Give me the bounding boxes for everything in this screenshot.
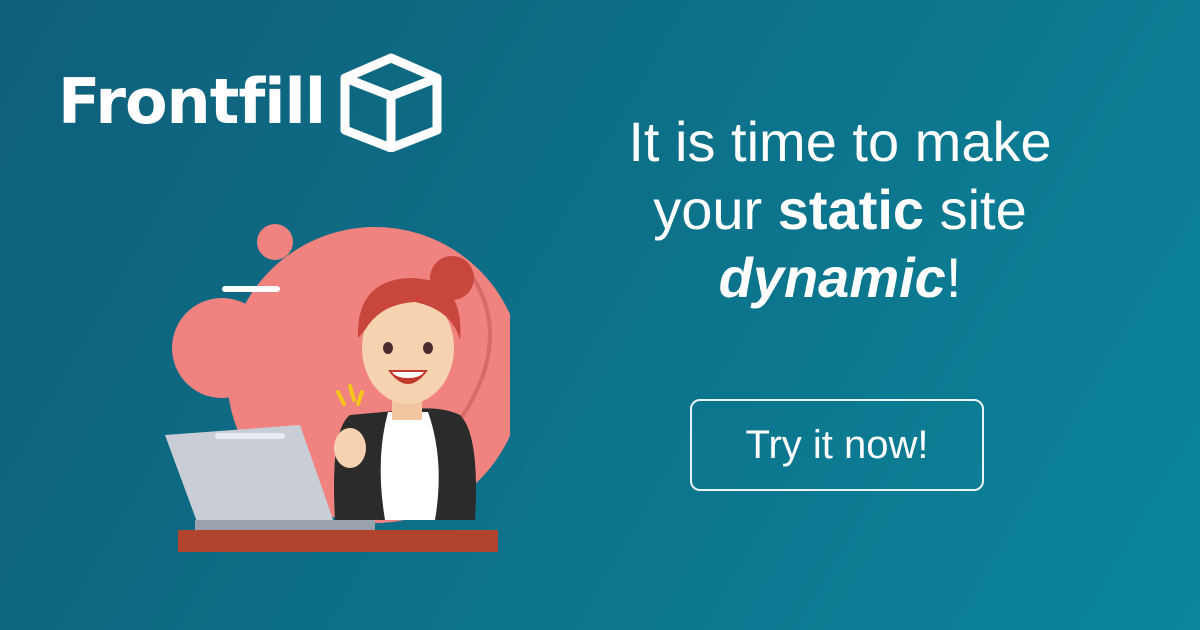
face xyxy=(362,292,454,404)
background-bubble-large xyxy=(172,298,272,398)
teeth xyxy=(392,372,424,378)
brand-name: Frontfill xyxy=(58,65,326,138)
laptop-base xyxy=(195,520,375,530)
desk xyxy=(178,530,498,552)
headline-line-1: It is time to make xyxy=(628,110,1052,173)
woman-at-laptop-illustration xyxy=(165,224,510,552)
laptop-screen xyxy=(165,425,335,530)
hair-bun xyxy=(430,256,474,300)
headline-line-2: your static site xyxy=(560,176,1120,244)
headline-static-word: static xyxy=(777,178,925,241)
shirt xyxy=(380,412,439,520)
hair xyxy=(357,278,461,340)
background-bubble-small xyxy=(257,224,293,260)
brand-logo[interactable]: Frontfill xyxy=(58,52,445,152)
excitement-marks xyxy=(336,384,364,406)
headline-line-3: dynamic! xyxy=(560,244,1120,312)
left-eye xyxy=(383,342,393,354)
headline-exclamation: ! xyxy=(945,246,962,309)
laptop-screen-highlight xyxy=(215,433,285,439)
speed-line xyxy=(222,286,280,292)
try-it-now-button[interactable]: Try it now! xyxy=(690,399,984,491)
headline-dynamic-word: dynamic xyxy=(718,246,946,309)
headline: It is time to make your static site dyna… xyxy=(560,108,1120,312)
headline-line-2-prefix: your xyxy=(653,178,778,241)
box-icon xyxy=(340,53,442,152)
hand xyxy=(334,428,366,468)
try-it-now-label: Try it now! xyxy=(745,422,929,467)
headline-line-2-suffix: site xyxy=(924,178,1027,241)
right-eye xyxy=(423,342,433,354)
